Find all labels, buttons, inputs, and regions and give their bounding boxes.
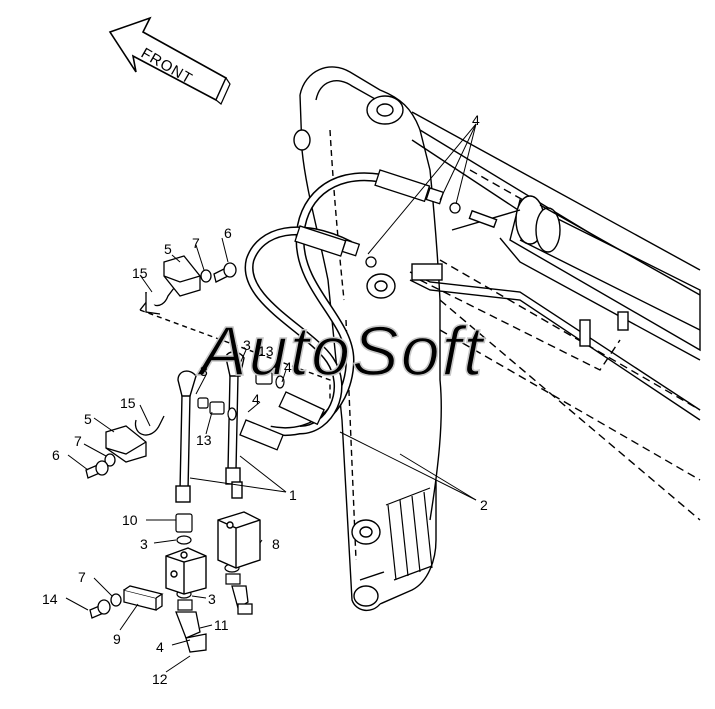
callout-3: 3	[208, 591, 216, 607]
callout-3: 3	[140, 536, 148, 552]
callout-6: 6	[224, 225, 232, 241]
callout-4: 4	[284, 359, 292, 375]
callout-4: 4	[156, 639, 164, 655]
callout-1: 1	[289, 487, 297, 503]
boom-steel-line	[409, 263, 701, 421]
callout-7: 7	[192, 235, 200, 251]
callout-13: 13	[258, 343, 274, 359]
callout-numbers: 1 2 3 3 3 3 4 4 4 4 5 5 6 6 7 7 7 8 9 10…	[42, 112, 488, 687]
callout-5: 5	[164, 241, 172, 257]
watermark: AutoSoft	[196, 312, 485, 390]
hydraulic-hoses	[244, 172, 381, 436]
boom-cylinder	[451, 195, 701, 361]
callout-14: 14	[42, 591, 58, 607]
clamps-and-bolts	[85, 255, 237, 619]
callout-4: 4	[252, 391, 260, 407]
callout-leaders	[65, 123, 477, 673]
steel-pipes	[175, 351, 245, 503]
boom-pins	[293, 95, 404, 607]
callout-9: 9	[113, 631, 121, 647]
hose-fittings	[239, 169, 461, 451]
callout-13: 13	[196, 432, 212, 448]
callout-8: 8	[272, 536, 280, 552]
callout-6: 6	[52, 447, 60, 463]
boom-reinforcement-ribs	[385, 487, 433, 581]
callout-15: 15	[132, 265, 148, 281]
callout-7: 7	[74, 433, 82, 449]
callout-2: 2	[480, 497, 488, 513]
callout-5: 5	[84, 411, 92, 427]
callout-11: 11	[214, 617, 229, 633]
callout-7: 7	[78, 569, 86, 585]
callout-3: 3	[243, 337, 251, 353]
callout-4: 4	[472, 112, 480, 128]
callout-15: 15	[120, 395, 136, 411]
callout-10: 10	[122, 512, 138, 528]
elbow-fittings	[175, 585, 253, 653]
callout-3: 3	[200, 363, 208, 379]
valve-blocks	[165, 511, 261, 595]
callout-12: 12	[152, 671, 168, 687]
front-direction-arrow: FRONT	[108, 16, 231, 105]
